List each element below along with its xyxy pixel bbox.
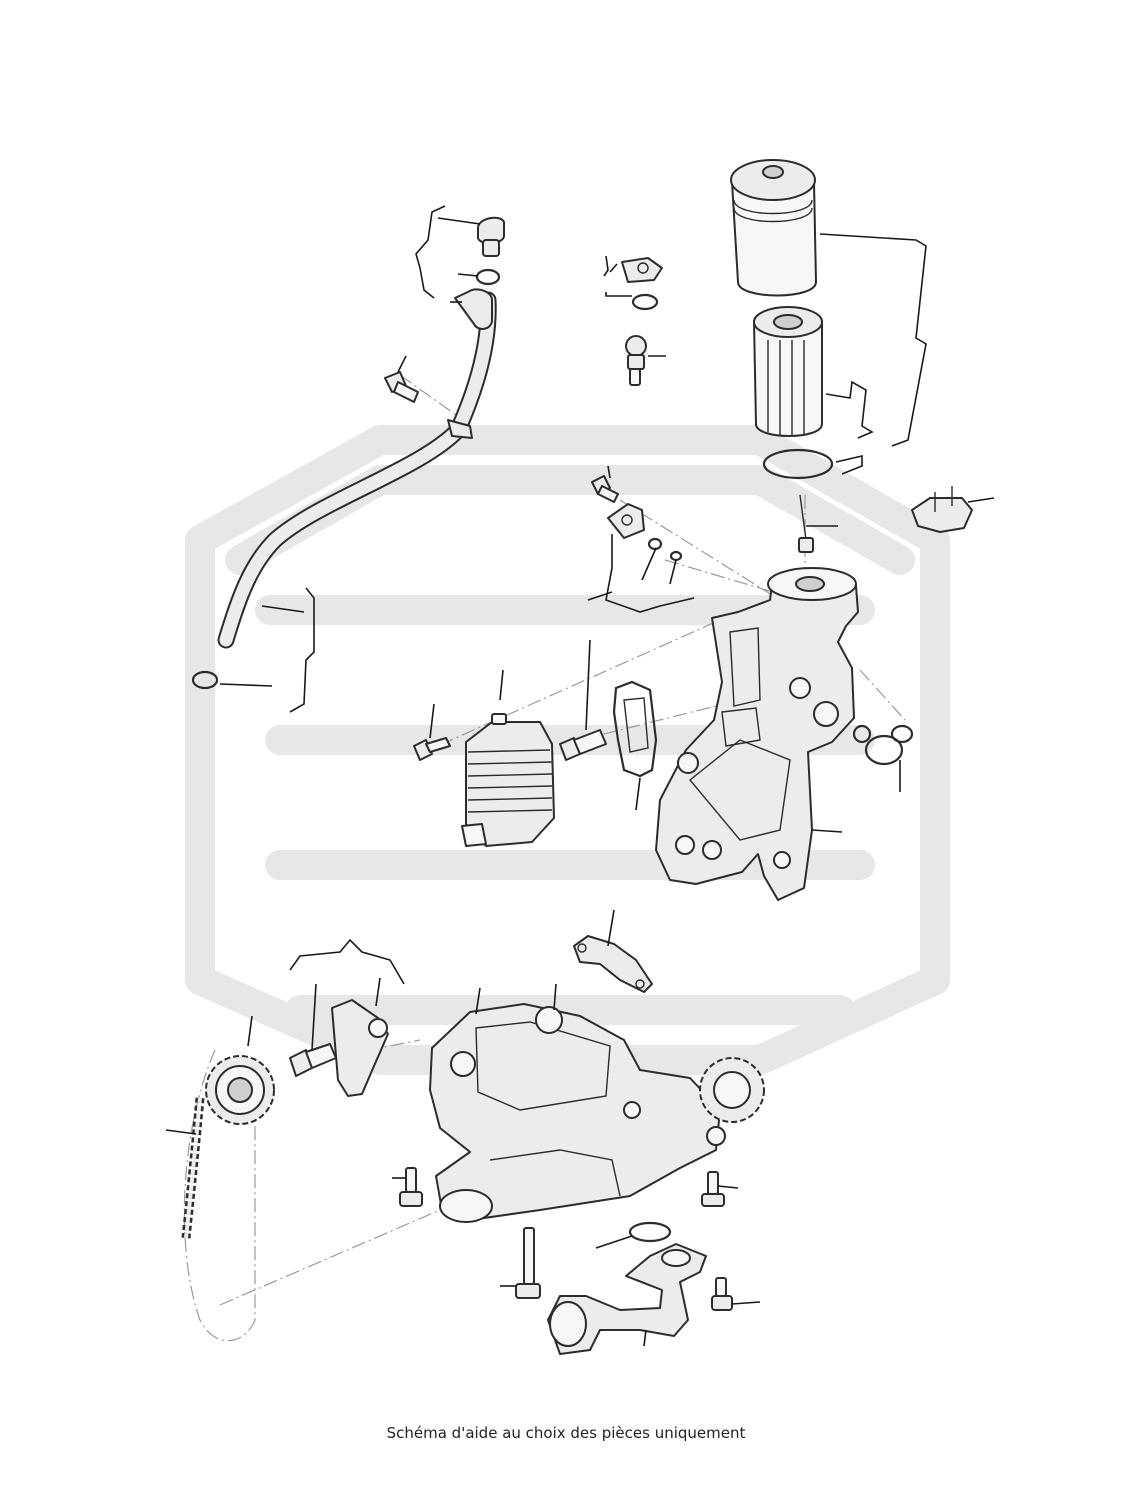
pump-bolt-left: [399, 1167, 423, 1207]
guide-tube-o-ring: [191, 670, 219, 690]
housing-o-ring-set: [852, 724, 914, 766]
dipstick-o-ring: [475, 268, 501, 286]
oil-pump-drive-chain: [181, 1097, 205, 1239]
housing-gasket: [612, 680, 658, 778]
oil-cooler-union-screw: [559, 729, 607, 761]
oil-pump-body: [429, 1003, 765, 1223]
oil-cooler-bolt: [413, 737, 451, 761]
oil-filter-housing: [655, 567, 859, 901]
guide-tube-bolt: [384, 371, 419, 403]
pump-bolt-long: [515, 1227, 541, 1299]
diagram-caption: Schéma d'aide au choix des pièces unique…: [386, 1424, 746, 1442]
callout-leaders: [165, 205, 995, 1347]
oil-cooler: [461, 713, 555, 847]
filter-cap-seal: [762, 448, 834, 480]
pump-bolt-right: [701, 1171, 725, 1207]
retaining-clip: [911, 486, 973, 533]
sensor-bolt: [591, 475, 619, 503]
oil-pickup-pipe: [547, 1243, 707, 1355]
pump-bracket: [573, 935, 653, 993]
chain-tensioner: [331, 999, 389, 1097]
oil-level-sensor: [607, 503, 645, 539]
pickup-bolt: [711, 1277, 733, 1311]
sender-seal: [631, 293, 659, 311]
pressure-relief-valve: [798, 494, 814, 553]
tensioner-bolt: [289, 1043, 337, 1077]
dipstick-guide-tube: [217, 288, 497, 649]
oil-pump-sprocket: [205, 1055, 275, 1125]
oil-pressure-sender: [621, 257, 663, 283]
sensor-seal-a: [647, 537, 663, 551]
oil-pressure-switch: [625, 335, 647, 386]
sensor-seal-b: [669, 550, 683, 562]
dipstick-cap: [477, 216, 505, 257]
oil-filter-element: [753, 306, 823, 437]
pickup-o-ring: [628, 1221, 672, 1243]
oil-filter-cap: [730, 159, 817, 297]
